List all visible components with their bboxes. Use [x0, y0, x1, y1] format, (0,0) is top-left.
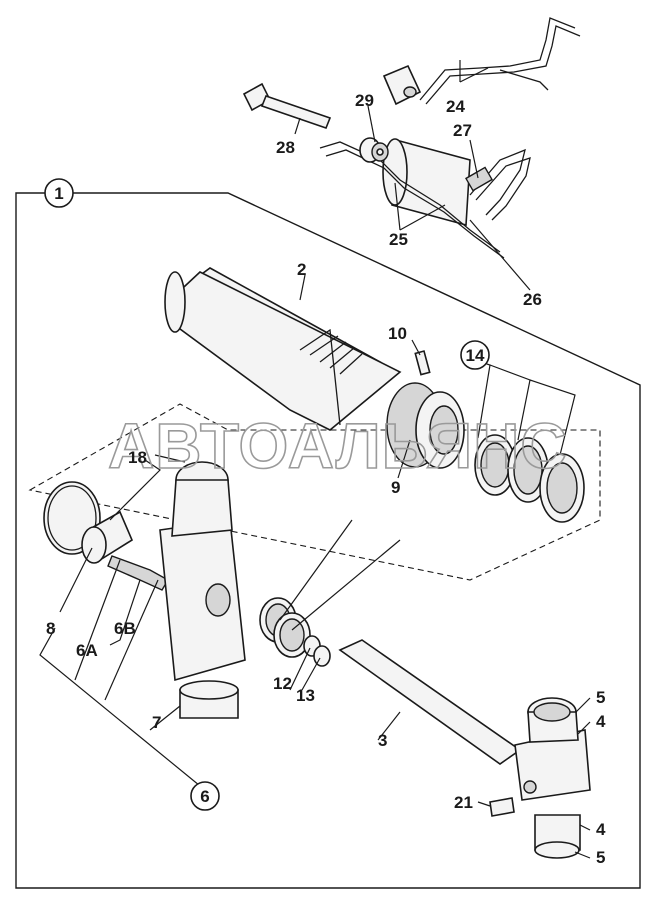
label-3: 3 [378, 731, 387, 750]
label-8: 8 [46, 619, 55, 638]
dashed-outline [28, 403, 601, 581]
assembly-frame [15, 192, 641, 889]
callout-14: 14 [460, 340, 490, 370]
label-5-top: 5 [596, 688, 605, 707]
label-12: 12 [273, 674, 292, 693]
roll-pin [414, 350, 431, 376]
svg-text:6: 6 [200, 787, 209, 806]
label-7: 7 [152, 713, 161, 732]
label-25: 25 [389, 230, 408, 249]
label-24: 24 [446, 97, 465, 116]
label-2: 2 [297, 260, 306, 279]
pipe-assembly [242, 17, 581, 259]
label-4-top: 4 [596, 712, 606, 731]
label-26: 26 [523, 290, 542, 309]
label-4-bottom: 4 [596, 820, 606, 839]
label-10: 10 [388, 324, 407, 343]
label-29: 29 [355, 91, 374, 110]
label-28: 28 [276, 138, 295, 157]
label-5-bottom: 5 [596, 848, 605, 867]
piston-rod [259, 597, 591, 859]
callout-6: 6 [190, 781, 220, 811]
leader-lines [39, 60, 591, 859]
watermark-text: АВТОАЛЬЯНС [108, 410, 568, 482]
seal-rings [474, 434, 585, 523]
label-18: 18 [128, 448, 147, 467]
gland [386, 382, 465, 469]
label-21: 21 [454, 793, 473, 812]
label-9: 9 [391, 478, 400, 497]
svg-text:14: 14 [466, 346, 485, 365]
callout-1: 1 [44, 178, 74, 208]
label-6b: 6B [114, 619, 136, 638]
svg-text:1: 1 [54, 184, 63, 203]
cylinder-barrel [164, 267, 402, 431]
label-6a: 6A [76, 641, 98, 660]
label-27: 27 [453, 121, 472, 140]
cylinder-head [43, 461, 246, 719]
label-13: 13 [296, 686, 315, 705]
